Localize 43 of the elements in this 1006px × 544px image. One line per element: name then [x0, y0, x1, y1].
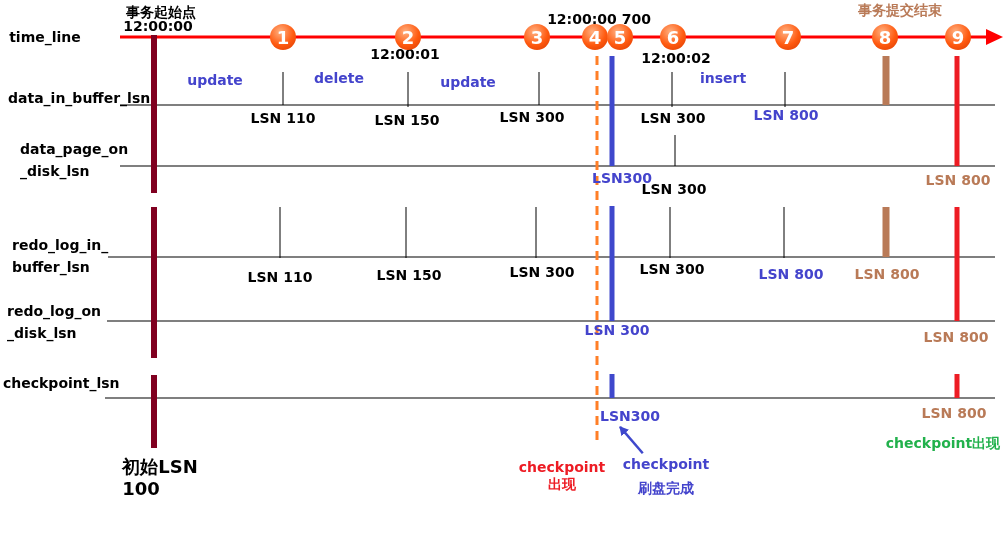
lsn-value: LSN 150 [376, 265, 442, 285]
row-label: redo_log_in_ buffer_lsn [12, 235, 109, 278]
lsn-value: LSN 800 [758, 264, 824, 284]
annotation-text: 初始LSN 100 [122, 456, 198, 500]
annotation-text: checkpoint 出现 [518, 459, 606, 493]
row-label: redo_log_on _disk_lsn [7, 301, 102, 344]
step-number-badge: 6 [660, 24, 686, 50]
step-number-badge: 1 [270, 24, 296, 50]
lsn-value: LSN300 [600, 405, 660, 429]
lsn-value: LSN 300 [640, 108, 706, 128]
lsn-value: LSN 110 [247, 267, 313, 287]
lsn-value: LSN 300 [499, 107, 565, 127]
step-number-badge: 5 [607, 24, 633, 50]
time-label: 12:00:02 [641, 48, 711, 68]
operation-label: update [187, 70, 243, 90]
operation-label: update [440, 72, 496, 92]
lsn-value: LSN 800 [753, 105, 819, 125]
annotation-text: 事务提交结束 [858, 0, 942, 20]
lsn-value: LSN 110 [250, 108, 316, 128]
operation-label: insert [699, 68, 747, 88]
lsn-value: LSN 800 [854, 264, 920, 284]
step-number-badge: 3 [524, 24, 550, 50]
lsn-value: LSN 300 [639, 259, 705, 279]
lsn-value: LSN 800 [923, 327, 989, 347]
step-number-badge: 2 [395, 24, 421, 50]
row-label: data_in_buffer_lsn [8, 88, 151, 109]
annotation-text: checkpoint [622, 455, 710, 475]
row-label: data_page_on _disk_lsn [20, 139, 129, 182]
step-number-badge: 4 [582, 24, 608, 50]
time-label: 事务起始点 [126, 2, 196, 20]
lsn-value: LSN 800 [921, 403, 987, 423]
lsn-value: LSN 300 [509, 262, 575, 282]
annotation-text: checkpoint出现 [885, 433, 1001, 453]
arrow [619, 426, 644, 454]
row-label: checkpoint_lsn [3, 373, 120, 394]
annotation-text: 刷盘完成 [637, 479, 695, 498]
operation-label: delete [314, 68, 364, 88]
lsn-value: LSN 800 [925, 170, 991, 190]
step-number-badge: 9 [945, 24, 971, 50]
lsn-value: LSN 150 [374, 110, 440, 130]
row-label: time_line [9, 27, 81, 48]
step-number-badge: 7 [775, 24, 801, 50]
step-number-badge: 8 [872, 24, 898, 50]
